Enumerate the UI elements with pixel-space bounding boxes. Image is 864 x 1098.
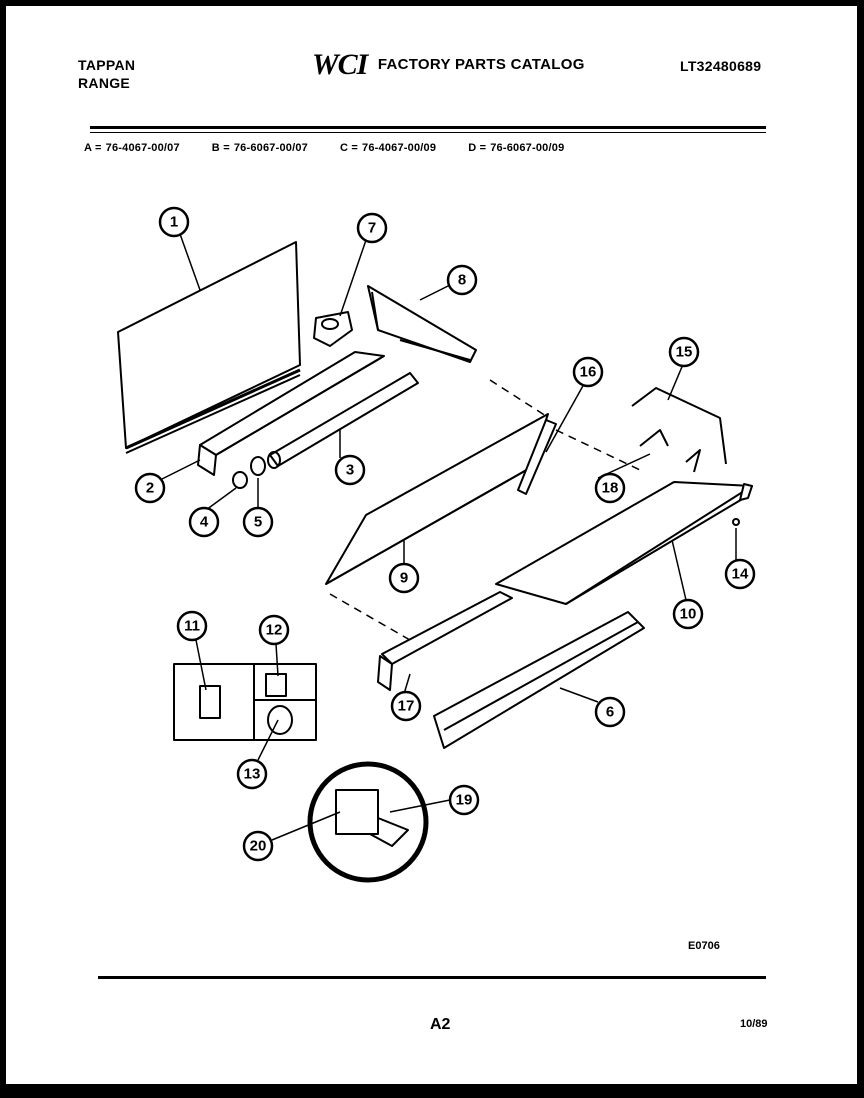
brand-line-2: RANGE: [78, 75, 131, 91]
brand-line-1: TAPPAN: [78, 57, 136, 73]
svg-text:20: 20: [250, 838, 267, 855]
part-grommet: [250, 456, 266, 476]
callout-12: 12: [258, 614, 290, 646]
part-channel: [377, 591, 513, 691]
svg-text:14: 14: [732, 566, 749, 583]
part-back-panel: [117, 241, 301, 454]
variant-b: B =76-6067-00/07: [211, 142, 308, 154]
catalog-title: FACTORY PARTS CATALOG: [377, 55, 585, 73]
callout-6: 6: [594, 696, 626, 728]
svg-text:3: 3: [346, 462, 354, 479]
footer-rule: [98, 976, 766, 979]
part-center-panel: [325, 413, 549, 585]
svg-text:9: 9: [400, 570, 408, 587]
part-bracket: [367, 285, 477, 363]
callout-9: 9: [388, 562, 420, 594]
callout-10: 10: [672, 598, 704, 630]
catalog-sheet: [6, 6, 857, 1084]
header-rule-thick: [90, 126, 766, 129]
variant-a: A =76-4067-00/07: [84, 142, 180, 154]
drawing-code: E0706: [688, 940, 720, 952]
callout-18: 18: [594, 472, 626, 504]
part-trim-strip: [517, 419, 557, 495]
callout-14: 14: [724, 558, 756, 590]
page-number: A2: [430, 1016, 451, 1033]
callout-3: 3: [334, 454, 366, 486]
svg-text:10: 10: [680, 606, 697, 623]
catalog-title-block: WCI FACTORY PARTS CATALOG: [312, 48, 585, 82]
wci-logo: WCI: [312, 48, 368, 81]
callout-16: 16: [572, 356, 604, 388]
part-switch: [313, 311, 353, 347]
callout-13: 13: [236, 758, 268, 790]
part-tube: [267, 372, 419, 469]
callout-15: 15: [668, 336, 700, 368]
callout-8: 8: [446, 264, 478, 296]
svg-text:11: 11: [184, 618, 200, 635]
svg-text:15: 15: [676, 344, 693, 361]
part-cap: [232, 471, 248, 489]
svg-text:1: 1: [170, 214, 178, 231]
callout-4: 4: [188, 506, 220, 538]
brand-label: TAPPAN RANGE: [78, 56, 135, 92]
model-number: LT32480689: [680, 58, 762, 74]
part-screw: [732, 518, 740, 526]
callout-19: 19: [448, 784, 480, 816]
variant-list: A =76-4067-00/07 B =76-6067-00/07 C =76-…: [84, 142, 564, 154]
svg-text:5: 5: [254, 514, 262, 531]
svg-text:16: 16: [580, 364, 597, 381]
svg-text:19: 19: [456, 792, 473, 809]
callout-5: 5: [242, 506, 274, 538]
part-wire-assembly: [631, 387, 727, 473]
svg-text:13: 13: [244, 766, 261, 783]
revision-date: 10/89: [740, 1018, 768, 1030]
svg-text:7: 7: [368, 220, 376, 237]
svg-text:8: 8: [458, 272, 466, 289]
svg-text:18: 18: [602, 480, 619, 497]
callout-2: 2: [134, 472, 166, 504]
svg-text:2: 2: [146, 480, 154, 497]
variant-d: D =76-6067-00/09: [468, 142, 565, 154]
part-rail: [197, 351, 385, 476]
svg-text:6: 6: [606, 704, 614, 721]
part-front-strip: [433, 611, 645, 749]
part-tray: [495, 481, 753, 605]
svg-text:12: 12: [266, 622, 283, 639]
callout-11: 11: [176, 610, 208, 642]
svg-text:17: 17: [398, 698, 415, 715]
callout-7: 7: [356, 212, 388, 244]
alignment-guides: [329, 379, 641, 641]
callout-20: 20: [242, 830, 274, 862]
header-rule-thin: [90, 132, 766, 133]
part-box-assembly: [173, 663, 317, 741]
variant-c: C =76-4067-00/09: [340, 142, 437, 154]
callout-17: 17: [390, 690, 422, 722]
part-inset-detail: [307, 761, 429, 883]
callout-1: 1: [158, 206, 190, 238]
svg-text:4: 4: [200, 514, 209, 531]
